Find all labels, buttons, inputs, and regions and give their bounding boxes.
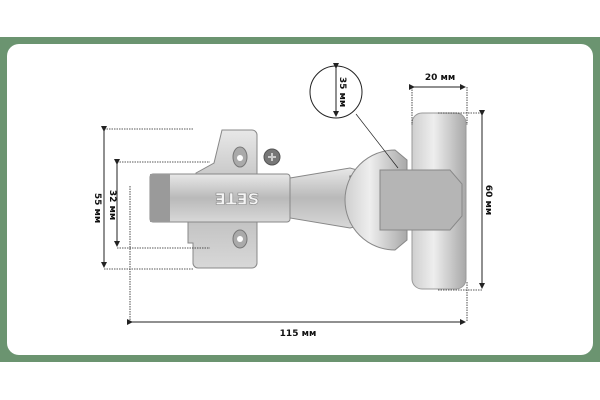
- label-35mm: 35 мм: [337, 77, 347, 107]
- label-20mm: 20 мм: [425, 73, 455, 83]
- label-115mm: 115 мм: [280, 329, 317, 339]
- brand-mark: SETE: [215, 189, 259, 208]
- leader-line: [355, 113, 399, 169]
- hinge-image: SETE: [149, 112, 467, 290]
- dimension-lines: [101, 63, 485, 325]
- label-60mm: 60 мм: [483, 185, 493, 215]
- label-55mm: 55 мм: [92, 193, 102, 223]
- label-32mm: 32 мм: [107, 190, 117, 220]
